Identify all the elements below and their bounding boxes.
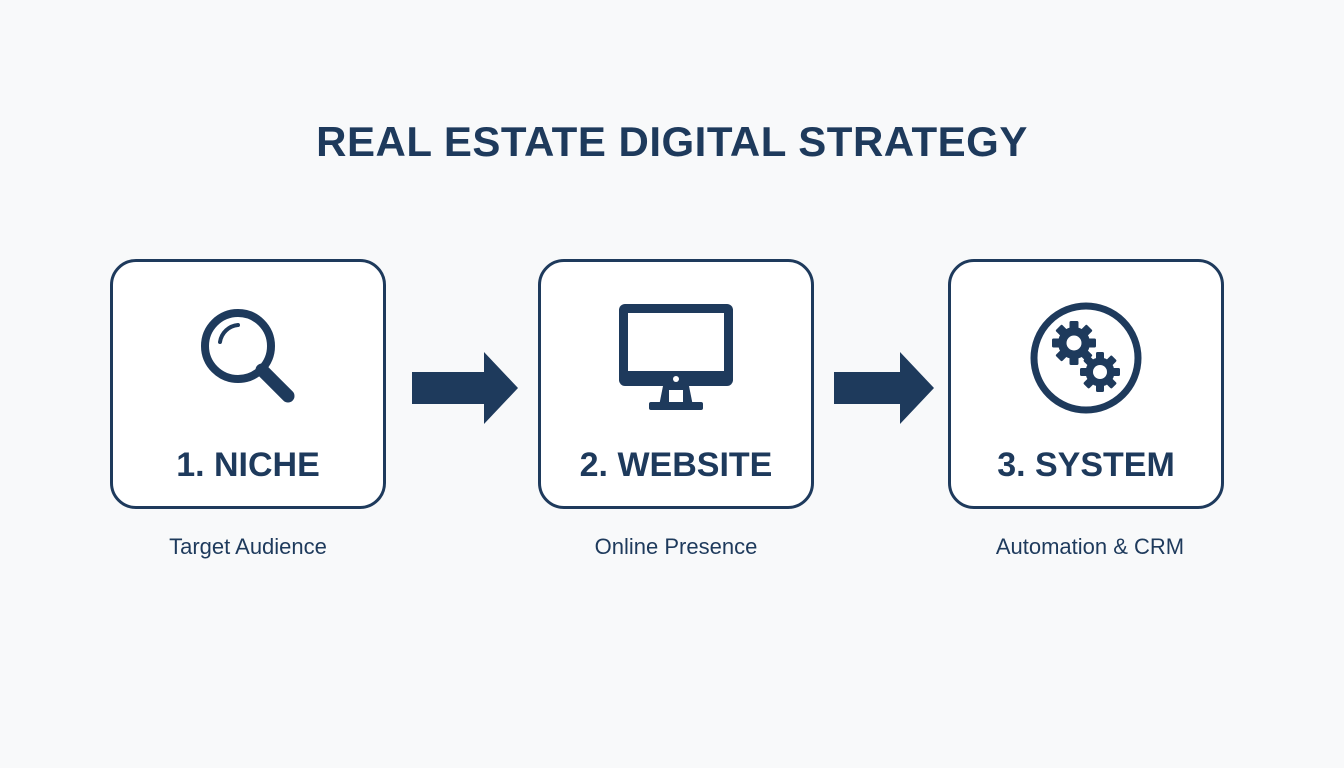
step-website-caption: Online Presence [594,534,758,559]
step-website-box: 2. WEBSITE [538,259,814,509]
step-niche-box: 1. NICHE [110,259,386,509]
step-niche-caption: Target Audience [169,534,327,559]
page-title: REAL ESTATE DIGITAL STRATEGY [316,118,1028,165]
magnifying-glass-icon [113,298,383,418]
step-niche-label: 1. NICHE [176,446,320,484]
step-website-label: 2. WEBSITE [579,446,773,484]
arrow-right-icon [412,352,518,429]
step-system-caption: Automation & CRM [995,534,1185,559]
step-system-box: 3. SYSTEM [948,259,1224,509]
gears-icon [951,298,1221,418]
step-system-label: 3. SYSTEM [997,446,1175,484]
arrow-right-icon [834,352,934,429]
monitor-icon [541,298,811,418]
